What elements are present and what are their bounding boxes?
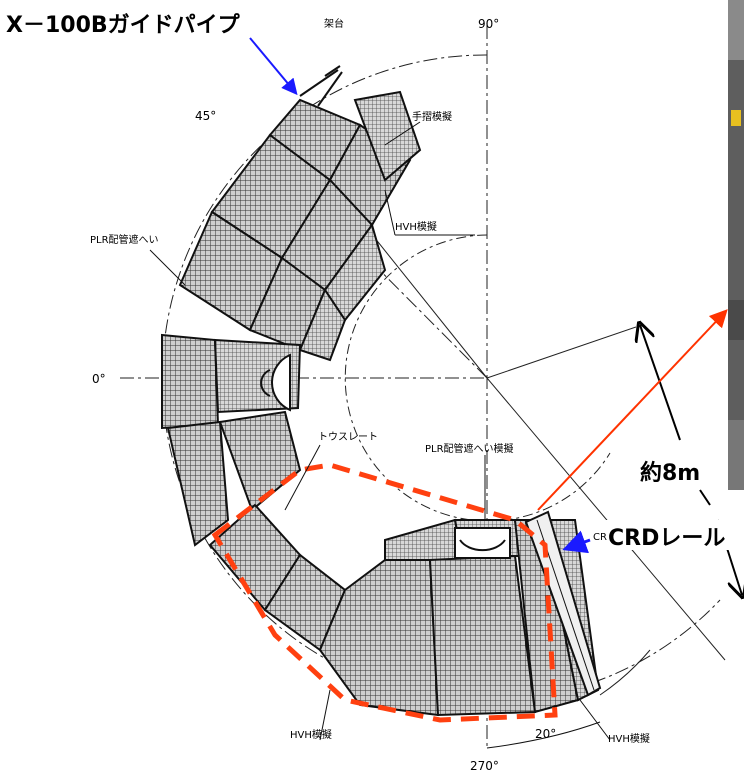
angle-20-arc [486,721,601,749]
guide-pipe-label: X－100Bガイドパイプ [6,13,241,38]
photo-panel [728,0,744,490]
angle-45-label: 45° [195,109,216,123]
semicircle-feature [260,353,291,412]
stand-label: 架台 [324,17,344,30]
distance-dimension [640,325,742,595]
stand-structure [299,65,343,107]
plr-fence-mock-label: PLR配管遮へい模擬 [425,442,514,455]
hvh-top-label: HVH模擬 [395,221,437,233]
angle-0-label: 0° [92,372,106,386]
crd-rail-label: CRDレール [608,526,725,551]
photo-pointer-line [537,309,728,511]
crd-rail-label-bg [604,520,744,550]
toe-plate-label: トウスレート [318,431,378,443]
angle-270-label: 270° [470,759,499,773]
leader-lines [149,121,611,741]
angle-20-label: 20° [535,727,556,741]
hvh-right-label: HVH模擬 [608,733,650,745]
hvh-bottom-label: HVH模擬 [290,729,332,741]
distance-label: 約8m [640,460,700,486]
guide-pipe-arrow [249,37,298,96]
rail-tag-label: CR [593,532,607,543]
left-grating-panels [161,333,347,652]
highlight-dashed-outline [211,462,558,723]
handrail-label: 手摺模擬 [412,110,452,123]
upper-grating-panels [178,90,422,362]
crd-rail-arrow [562,530,591,554]
angle-90-label: 90° [478,17,499,31]
plr-fence-label: PLR配管遮へい [90,233,159,246]
